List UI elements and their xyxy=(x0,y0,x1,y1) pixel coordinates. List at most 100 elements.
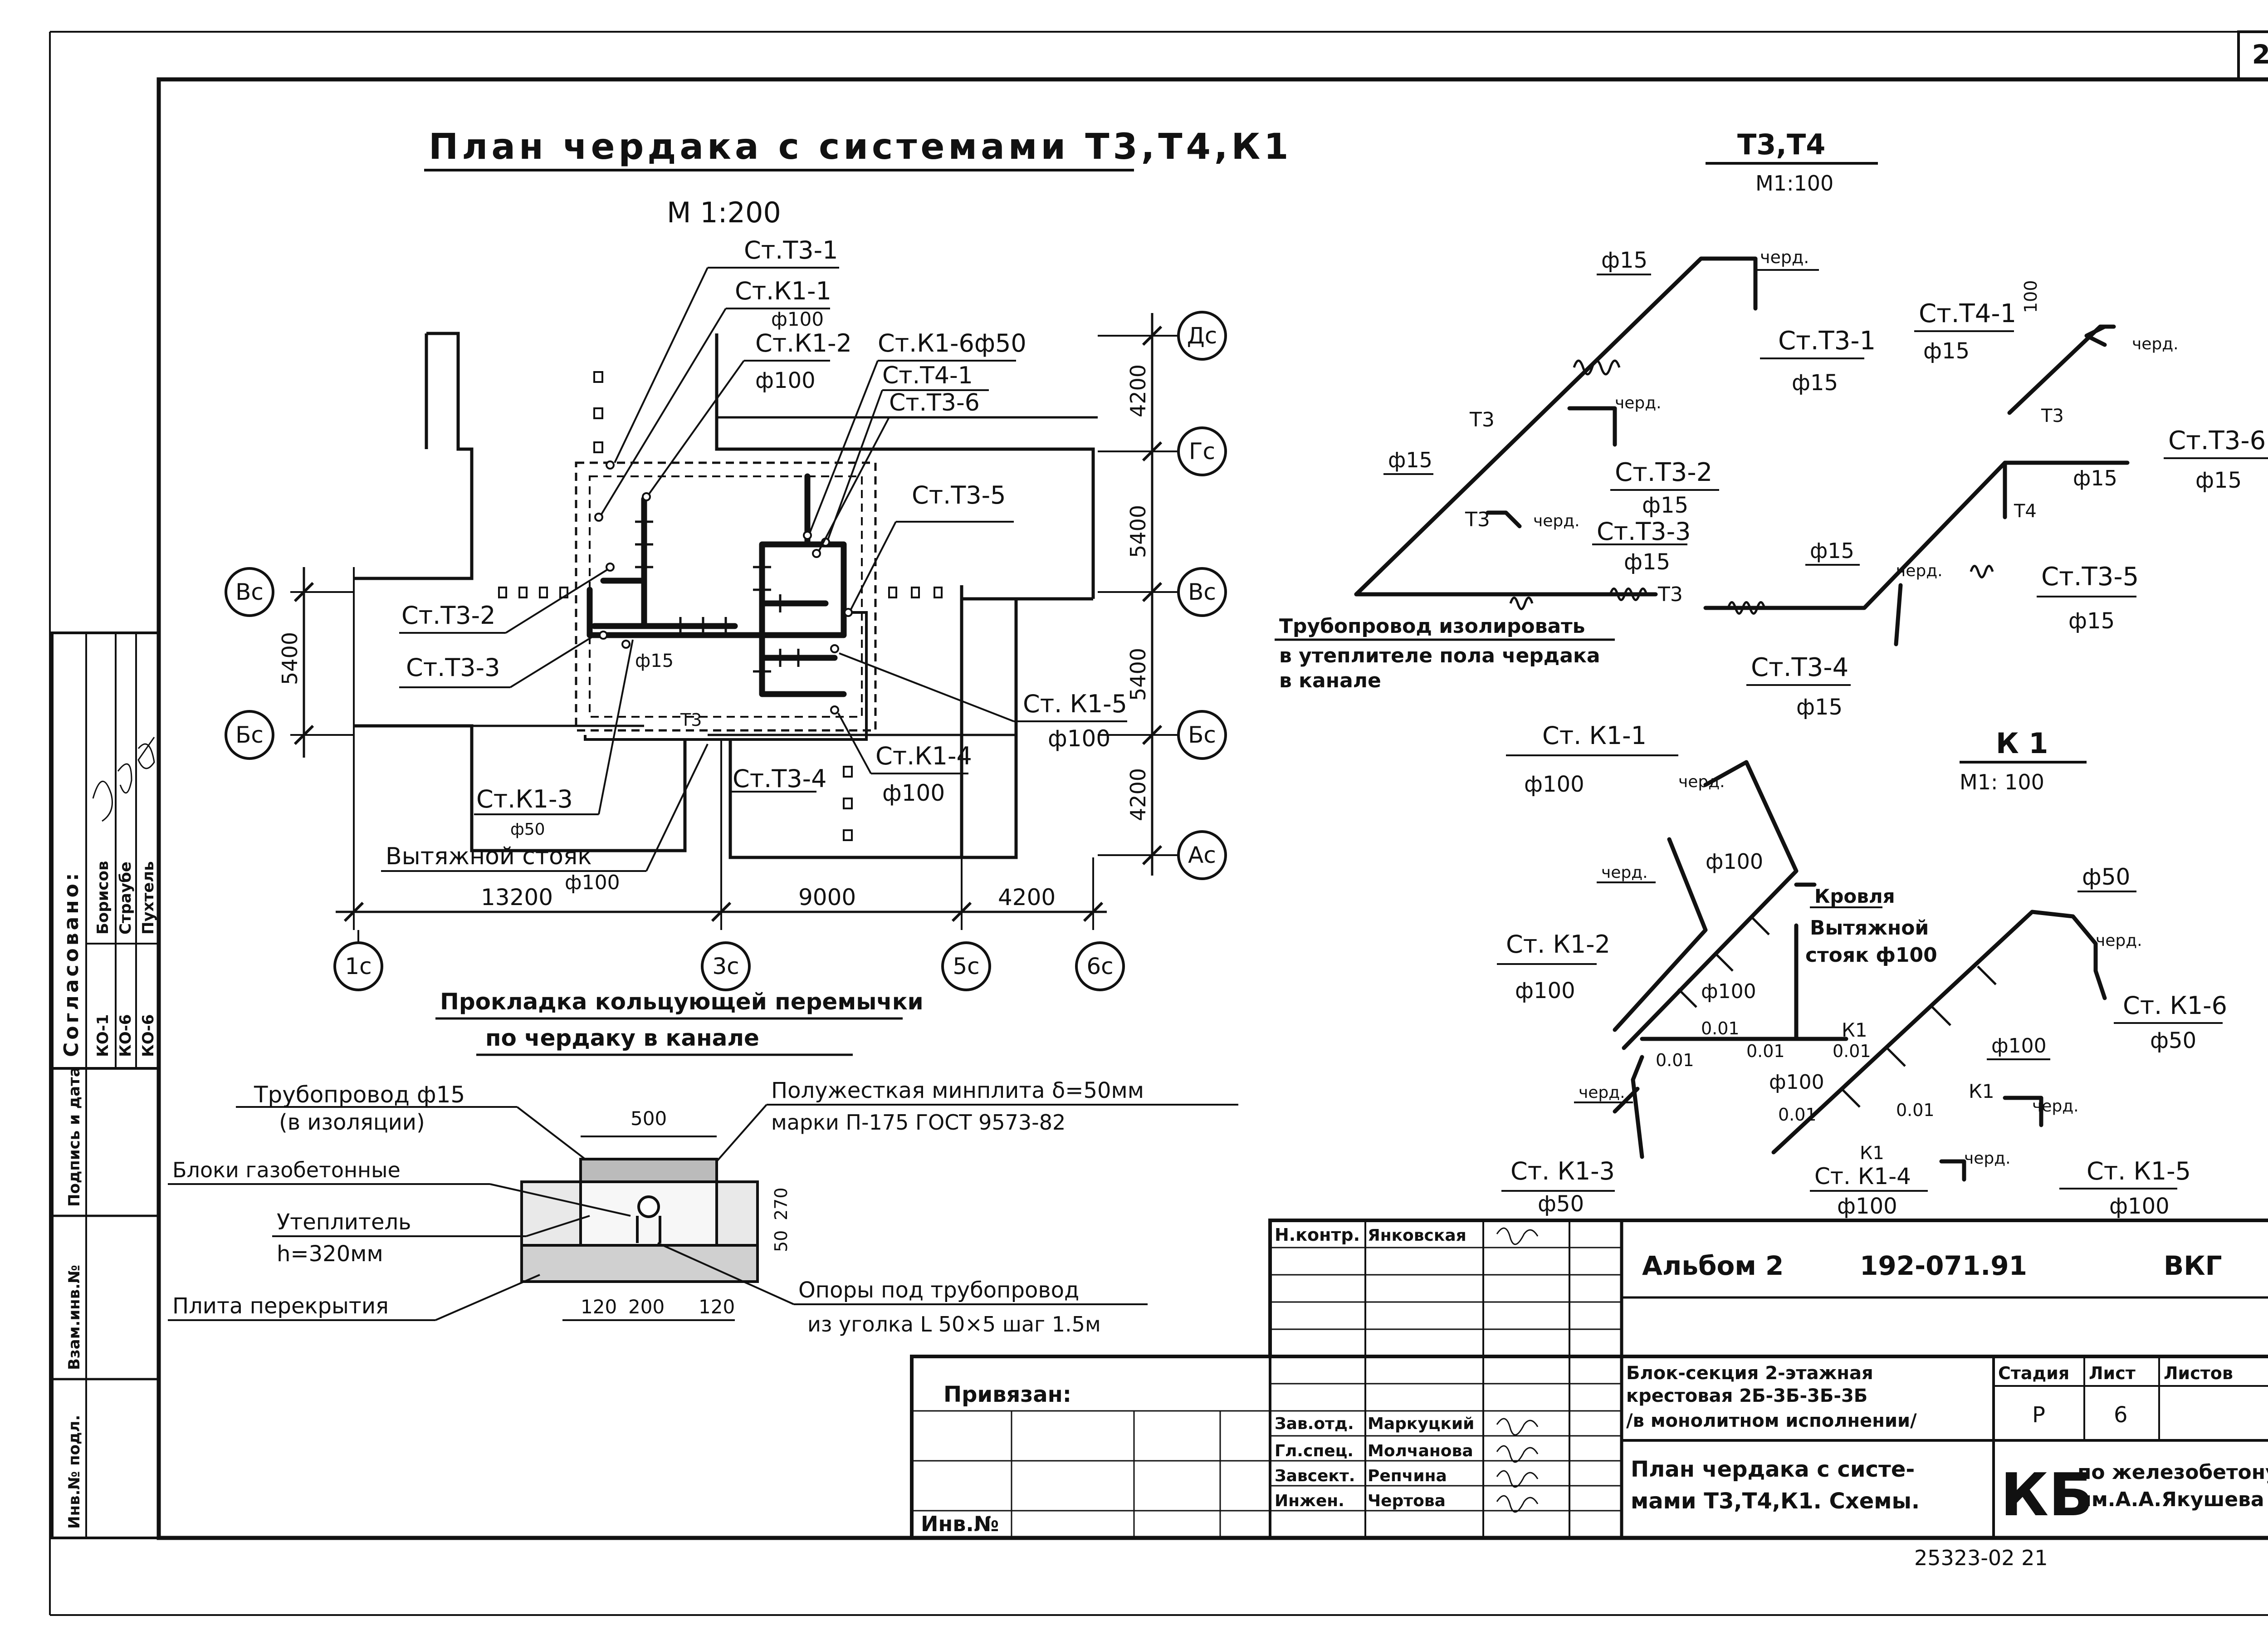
section-dim-120b: 120 xyxy=(699,1296,735,1318)
sheet-number-box xyxy=(2237,30,2268,81)
approval-name-1: Борисов xyxy=(94,861,112,935)
project-line-2: крестовая 2Б-3Б-3Б-3Б xyxy=(1626,1385,1867,1406)
t3-4-riser xyxy=(1894,583,1903,646)
axis-bs-right: Бс xyxy=(1188,722,1216,748)
channel-inner xyxy=(589,475,863,718)
t3t4-st-t3-6-dia: ф15 xyxy=(2195,468,2242,493)
callout-st-t3-4: Ст.Т3-4 xyxy=(733,764,827,793)
section-dim-500: 500 xyxy=(631,1107,667,1130)
privyazan-label: Привязан: xyxy=(943,1382,1071,1407)
k1-right-pipes xyxy=(1771,910,2107,1182)
t3t4-t3-f: Т3 xyxy=(2041,406,2064,426)
plan-pipe-t3: Т3 xyxy=(680,710,702,730)
grid-bubbles-v: 1с 3с 5с 6с xyxy=(333,930,1125,991)
t3-branch-pipes xyxy=(1486,406,1617,529)
channel-outline xyxy=(575,461,877,732)
callout-st-k1-6: Ст.К1-6ф50 xyxy=(878,329,1026,357)
callout-st-k1-1-dia: ф100 xyxy=(771,308,824,330)
k1-st-k1-3: Ст. К1-3 xyxy=(1510,1157,1615,1185)
k1-st-k1-2-dia: ф100 xyxy=(1515,978,1575,1004)
t3t4-cherd-d: черд. xyxy=(1896,562,1943,580)
role-1: Н.контр. xyxy=(1275,1225,1360,1245)
role-4: Завсект. xyxy=(1275,1467,1355,1485)
t3t4-t3-e: Т3 xyxy=(1469,408,1495,431)
k1-vent-1: Вытяжной xyxy=(1810,916,1929,940)
dim-right-4: 4200 xyxy=(1126,768,1150,821)
t3t4-note-2: в утеплителе пола чердака xyxy=(1279,644,1600,667)
plan-title: План чердака с системами Т3,Т4,К1 xyxy=(429,127,1292,167)
callout-st-t4-1: Ст.Т4-1 xyxy=(882,362,973,389)
t3t4-scale: М1:100 xyxy=(1755,171,1833,196)
inv-label: Инв.№ xyxy=(921,1512,999,1536)
k1-d50-a: ф50 xyxy=(2082,864,2130,890)
k1-label-b: К1 xyxy=(1969,1080,1994,1102)
section-dim-120a: 120 xyxy=(581,1296,617,1318)
callout-st-k1-2-dia: ф100 xyxy=(755,368,816,393)
t3t4-st-t3-4: Ст.Т3-4 xyxy=(1751,653,1848,682)
section-title-1: Прокладка кольцующей перемычки xyxy=(440,989,924,1015)
plan-scale: М 1:200 xyxy=(667,196,781,229)
wall-outline xyxy=(354,332,474,580)
t3t4-st-t3-6: Ст.Т3-6 xyxy=(2168,426,2266,455)
plan-pipe-dia: ф15 xyxy=(635,651,674,671)
axis-gs: Гс xyxy=(1189,438,1215,465)
t3t4-t4-a: Т4 xyxy=(2014,501,2037,522)
t3t4-d15-a: ф15 xyxy=(1601,248,1647,273)
pipe-t3 xyxy=(584,611,868,741)
callout-st-k1-2: Ст.К1-2 xyxy=(755,329,852,357)
name-3: Молчанова xyxy=(1368,1442,1473,1460)
t3t4-st-t3-3: Ст.Т3-3 xyxy=(1597,517,1691,546)
k1-cherd-c: черд. xyxy=(1579,1083,1625,1102)
role-2: Зав.отд. xyxy=(1275,1415,1354,1433)
section-blocks: Блоки газобетонные xyxy=(172,1158,401,1182)
t4-pipe xyxy=(1703,460,2130,610)
pipe-network xyxy=(587,541,847,697)
t3-main-pipe xyxy=(1354,256,1758,597)
t3t4-st-t3-2-dia: ф15 xyxy=(1642,493,1688,518)
stamp-cell-3: Инв.№ подл. xyxy=(65,1415,83,1529)
section-supports-1: Опоры под трубопровод xyxy=(798,1278,1079,1303)
callout-st-k1-5: Ст. К1-5 xyxy=(1023,690,1127,718)
k1-st-k1-5: Ст. К1-5 xyxy=(2087,1157,2191,1185)
t3t4-t3-c: Т3 xyxy=(1465,508,1490,531)
callout-st-t3-6: Ст.Т3-6 xyxy=(889,389,980,416)
stage-header: Стадия xyxy=(1998,1363,2069,1383)
stage-value: Р xyxy=(2032,1402,2045,1428)
section-floor: Плита перекрытия xyxy=(172,1293,389,1319)
name-5: Чертова xyxy=(1368,1492,1446,1510)
k1-label-c: К1 xyxy=(1860,1143,1884,1164)
k1-cherd-a: черд. xyxy=(1678,773,1725,791)
approval-name-2: Страубе xyxy=(117,862,135,935)
axis-as: Ас xyxy=(1188,842,1216,868)
callout-st-k1-3: Ст.К1-3 xyxy=(476,785,573,813)
k1-st-k1-1: Ст. К1-1 xyxy=(1542,721,1647,750)
doc-code: 192-071.91 xyxy=(1860,1250,2027,1281)
section-detail: Прокладка кольцующей перемычки по чердак… xyxy=(168,989,1238,1336)
approval-code-2: КО-6 xyxy=(117,1014,135,1057)
plan-callouts: Ст.Т3-1 Ст.К1-1 ф100 Ст.К1-2 ф100 Ст.К1-… xyxy=(381,236,1127,894)
approval-signatures xyxy=(92,737,155,822)
k1-st-k1-5-dia: ф100 xyxy=(2109,1194,2170,1219)
stamp-cell-2: Подпись и дата xyxy=(65,1067,83,1207)
section-pipe-1: Трубопровод ф15 xyxy=(254,1082,465,1108)
section-insul-2: h=320мм xyxy=(277,1241,383,1267)
sheet-number: 20 xyxy=(2252,39,2268,70)
wall-outline xyxy=(715,333,1095,599)
wall-outline xyxy=(960,585,1093,857)
grid-bubbles-h: Дс Гс Вс Бс Ас Вс Бс xyxy=(225,311,1227,880)
t3t4-cherd-b: черд. xyxy=(1615,394,1662,412)
dim-bottom-2: 9000 xyxy=(798,884,856,911)
callout-st-k1-1: Ст.К1-1 xyxy=(735,277,831,305)
callout-st-t3-1: Ст.Т3-1 xyxy=(744,236,838,264)
k1-vent-2: стояк ф100 xyxy=(1805,944,1937,967)
pipe-ticks xyxy=(635,520,800,673)
callout-vent: Вытяжной стояк xyxy=(386,843,592,870)
name-2: Маркуцкий xyxy=(1368,1415,1474,1433)
k1-cherd-f: черд. xyxy=(1964,1149,2011,1168)
section-supports-2: из уголка L 50×5 шаг 1.5м xyxy=(807,1312,1101,1336)
org-line-1: по железобетону xyxy=(2077,1461,2268,1484)
sheet-title-1: План чердака с систе- xyxy=(1631,1457,1915,1482)
k1-slope-f: 0.01 xyxy=(1896,1100,1935,1120)
approval-code-3: КО-6 xyxy=(139,1014,157,1057)
